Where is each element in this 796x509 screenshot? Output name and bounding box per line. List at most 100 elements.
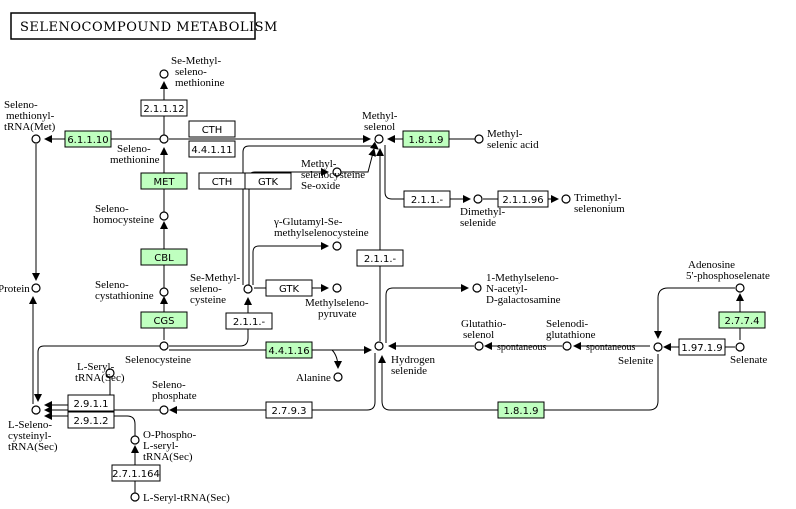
edge-to-gamma-glutamyl <box>252 242 329 285</box>
enzyme-cbl[interactable]: CBL <box>140 248 188 266</box>
enzyme-2-1-1-dash-a[interactable]: 2.1.1.- <box>225 312 273 330</box>
label-selenate: Selenate <box>730 354 767 366</box>
enzyme-1-8-1-9-top[interactable]: 1.8.1.9 <box>402 130 450 148</box>
compound-gamma-glutamyl[interactable] <box>332 241 342 251</box>
label-selenohomocysteine: Seleno-homocysteine <box>93 203 154 226</box>
label-se-methyl-selenomethionine: Se-Methyl-seleno-methionine <box>171 55 225 89</box>
compound-trimethylselenonium[interactable] <box>561 194 571 204</box>
compound-selenomethionyl-trna[interactable] <box>31 134 41 144</box>
edge-cth-methylselenol <box>242 141 379 285</box>
edge-to-galactosamine <box>385 284 469 343</box>
svg-text:2.1.1.-: 2.1.1.- <box>233 317 266 328</box>
enzyme-2-1-1-12[interactable]: 2.1.1.12 <box>140 99 188 117</box>
compound-protein[interactable] <box>31 283 41 293</box>
svg-text:2.7.9.3: 2.7.9.3 <box>272 406 307 417</box>
compound-selenocystathionine[interactable] <box>159 287 169 297</box>
label-trimethylselenonium: Trimethyl-selenonium <box>574 192 625 215</box>
edge-selenocysteine-to-trna <box>34 345 160 402</box>
compound-selenohomocysteine[interactable] <box>159 211 169 221</box>
label-o-phospho-l-seryl-trna: O-Phospho-L-seryl-tRNA(Sec) <box>143 429 197 463</box>
compound-selenomethionine[interactable] <box>159 134 169 144</box>
compound-dimethylselenide[interactable] <box>473 194 483 204</box>
edge-2-7-9-3 <box>169 353 376 414</box>
enzyme-gtk-mid[interactable]: GTK <box>244 172 292 190</box>
label-selenomethionine: Seleno-methionine <box>110 143 160 166</box>
label-alanine: Alanine <box>296 372 331 384</box>
compound-l-seryl-trna-top[interactable] <box>105 368 115 378</box>
compound-selenophosphate[interactable] <box>159 405 169 415</box>
svg-text:6.1.1.10: 6.1.1.10 <box>67 135 108 146</box>
enzyme-2-1-1-dash-c[interactable]: 2.1.1.- <box>356 249 404 267</box>
label-selenocystathionine: Seleno-cystathionine <box>95 279 154 302</box>
svg-text:2.9.1.2: 2.9.1.2 <box>74 416 109 427</box>
edge-aps-to-selenite <box>654 287 735 339</box>
compound-l-selenocysteinyl-trna[interactable] <box>31 405 41 415</box>
label-methylselenol: Methyl-selenol <box>362 110 398 133</box>
compound-hydrogen-selenide[interactable] <box>374 341 384 351</box>
label-l-selenocysteinyl-trna: L-Seleno-cysteinyl-tRNA(Sec) <box>8 419 58 453</box>
svg-text:2.7.7.4: 2.7.7.4 <box>725 316 760 327</box>
svg-text:2.1.1.-: 2.1.1.- <box>411 195 444 206</box>
svg-text:1.8.1.9: 1.8.1.9 <box>409 135 444 146</box>
enzyme-gtk-bottom[interactable]: GTK <box>265 279 313 297</box>
svg-text:CBL: CBL <box>154 253 174 264</box>
compound-selenite[interactable] <box>653 342 663 352</box>
compound-alanine[interactable] <box>333 372 343 382</box>
label-dimethylselenide: Dimethyl-selenide <box>460 206 506 229</box>
enzyme-1-8-1-9-bottom[interactable]: 1.8.1.9 <box>497 401 545 419</box>
enzyme-cth-top[interactable]: CTH <box>188 120 236 138</box>
edge-2-9-1-2 <box>44 412 136 436</box>
compound-l-seryl-trna-bottom[interactable] <box>130 492 140 502</box>
enzyme-4-4-1-16[interactable]: 4.4.1.16 <box>265 341 313 359</box>
enzyme-2-7-7-4[interactable]: 2.7.7.4 <box>718 311 766 329</box>
enzyme-cth-mid[interactable]: CTH <box>198 172 246 190</box>
label-selenodiglutathione: Selenodi-glutathione <box>546 318 596 341</box>
compound-glutathioselenol[interactable] <box>474 341 484 351</box>
compound-methylseleno-galactosamine[interactable] <box>472 283 482 293</box>
svg-text:4.4.1.16: 4.4.1.16 <box>268 346 309 357</box>
enzyme-6-1-1-10[interactable]: 6.1.1.10 <box>64 130 112 148</box>
svg-text:CTH: CTH <box>212 177 233 188</box>
map-title-text: SELENOCOMPOUND METABOLISM <box>20 20 278 35</box>
compound-se-methylselenocysteine[interactable] <box>243 284 253 294</box>
label-selenite: Selenite <box>618 355 654 367</box>
compound-methylselenocysteine-se-oxide[interactable] <box>332 167 342 177</box>
label-selenophosphate: Seleno-phosphate <box>152 379 197 402</box>
svg-text:CTH: CTH <box>202 125 223 136</box>
map-title: SELENOCOMPOUND METABOLISM <box>10 12 278 40</box>
svg-text:1.97.1.9: 1.97.1.9 <box>681 343 722 354</box>
enzyme-1-97-1-9[interactable]: 1.97.1.9 <box>678 338 726 356</box>
label-glutathioselenol: Glutathio-selenol <box>461 318 507 341</box>
compound-methylselenopyruvate[interactable] <box>332 283 342 293</box>
compound-selenodiglutathione[interactable] <box>562 341 572 351</box>
enzyme-2-7-9-3[interactable]: 2.7.9.3 <box>265 401 313 419</box>
compound-se-methyl-selenomethionine[interactable] <box>159 69 169 79</box>
svg-text:1.8.1.9: 1.8.1.9 <box>504 406 539 417</box>
compound-selenate[interactable] <box>735 342 745 352</box>
enzyme-cgs[interactable]: CGS <box>140 311 188 329</box>
label-l-seryl-trna-bottom: L-Seryl-tRNA(Sec) <box>143 492 230 504</box>
compound-adenosine-phosphoselenate[interactable] <box>735 283 745 293</box>
enzyme-2-7-1-164[interactable]: 2.7.1.164 <box>111 464 161 482</box>
enzyme-2-9-1-1[interactable]: 2.9.1.1 <box>67 394 115 412</box>
compound-o-phospho-l-seryl-trna[interactable] <box>130 435 140 445</box>
compound-methylselenic-acid[interactable] <box>474 134 484 144</box>
label-methylselenic-acid: Methyl-selenic acid <box>487 128 539 151</box>
compound-selenocysteine[interactable] <box>159 341 169 351</box>
enzyme-met[interactable]: MET <box>140 172 188 190</box>
svg-text:CGS: CGS <box>153 316 174 327</box>
compound-methylselenol[interactable] <box>374 134 384 144</box>
svg-text:GTK: GTK <box>258 177 279 188</box>
enzyme-2-1-1-dash-b[interactable]: 2.1.1.- <box>403 190 451 208</box>
enzyme-2-9-1-2[interactable]: 2.9.1.2 <box>67 411 115 429</box>
compound-nodes <box>31 69 745 502</box>
enzyme-4-4-1-11[interactable]: 4.4.1.11 <box>188 140 236 158</box>
compound-labels: Se-Methyl-seleno-methionine Seleno-methi… <box>0 55 770 504</box>
label-protein: Protein <box>0 283 30 295</box>
enzyme-2-1-1-96[interactable]: 2.1.1.96 <box>497 190 549 208</box>
svg-text:2.1.1.96: 2.1.1.96 <box>502 195 543 206</box>
